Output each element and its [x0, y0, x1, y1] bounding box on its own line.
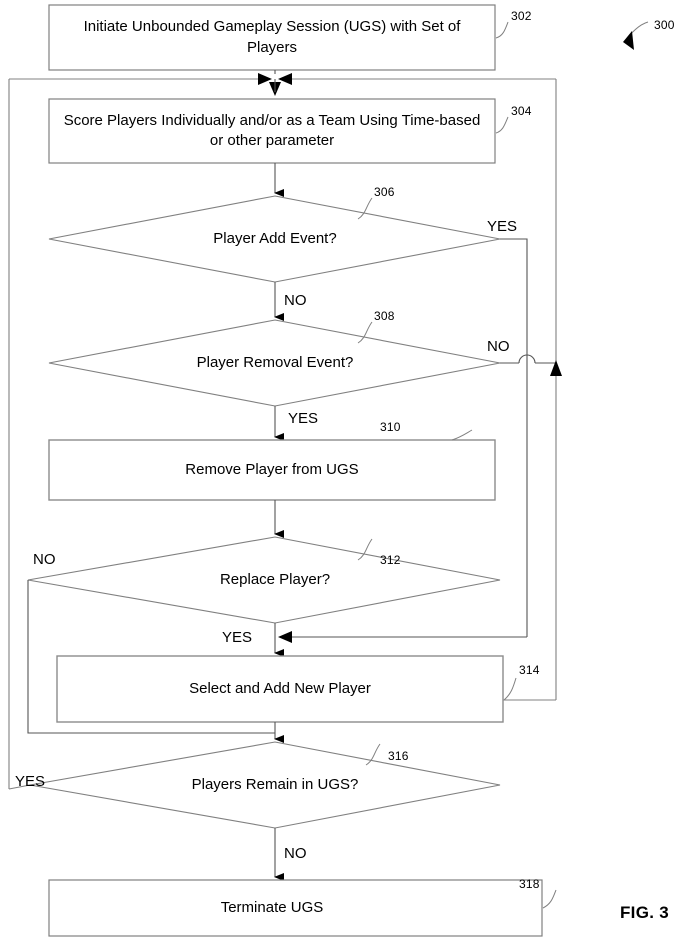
- figure-label: FIG. 3: [620, 903, 670, 922]
- branch-label-yes-316: YES: [15, 773, 46, 790]
- node-312-diamond[interactable]: [27, 536, 501, 624]
- edge-308-no-arrowhead: [550, 360, 562, 376]
- node-304-box[interactable]: [48, 98, 496, 164]
- branch-label-no-312: NO: [33, 551, 56, 568]
- branch-label-no-306: NO: [284, 292, 307, 309]
- branch-label-yes-312: YES: [222, 629, 253, 646]
- ref-leader-316: [365, 743, 381, 766]
- branch-label-no-316: NO: [284, 845, 307, 862]
- node-302-box[interactable]: [48, 4, 496, 71]
- ref-number-318: 318: [519, 877, 540, 891]
- node-314-box[interactable]: [56, 655, 504, 723]
- ref-number-312: 312: [380, 553, 401, 567]
- ref-number-304: 304: [511, 104, 532, 118]
- edge-312-no: [27, 580, 275, 734]
- ref-number-308: 308: [374, 309, 395, 323]
- node-306-diamond[interactable]: [48, 195, 501, 283]
- ref-number-316: 316: [388, 749, 409, 763]
- ref-leader-302: [495, 21, 509, 39]
- outer-return-loop: [8, 78, 557, 790]
- edge-308-no: [500, 354, 556, 364]
- node-316-diamond[interactable]: [29, 741, 501, 829]
- ref-leader-318: [542, 889, 557, 909]
- branch-label-yes-308: YES: [288, 410, 319, 427]
- ref-leader-312: [357, 538, 373, 561]
- edge-306-yes-arrowhead: [278, 631, 292, 643]
- ref-number-300: 300: [654, 18, 675, 32]
- ref-300-arrowhead: [623, 31, 634, 50]
- ref-leader-306: [357, 197, 373, 220]
- ref-number-314: 314: [519, 663, 540, 677]
- node-310-box[interactable]: [48, 439, 496, 501]
- ref-number-310: 310: [380, 420, 401, 434]
- branch-label-no-308: NO: [487, 338, 510, 355]
- branch-label-yes-306: YES: [487, 218, 518, 235]
- node-308-diamond[interactable]: [48, 319, 501, 407]
- ref-number-302: 302: [511, 9, 532, 23]
- ref-leader-310: [451, 429, 473, 441]
- ref-leader-314: [503, 677, 517, 701]
- edge-306-yes: [288, 238, 528, 638]
- ref-number-306: 306: [374, 185, 395, 199]
- node-318-box[interactable]: [48, 879, 543, 937]
- ref-leader-308: [357, 321, 373, 344]
- ref-leader-304: [495, 116, 509, 134]
